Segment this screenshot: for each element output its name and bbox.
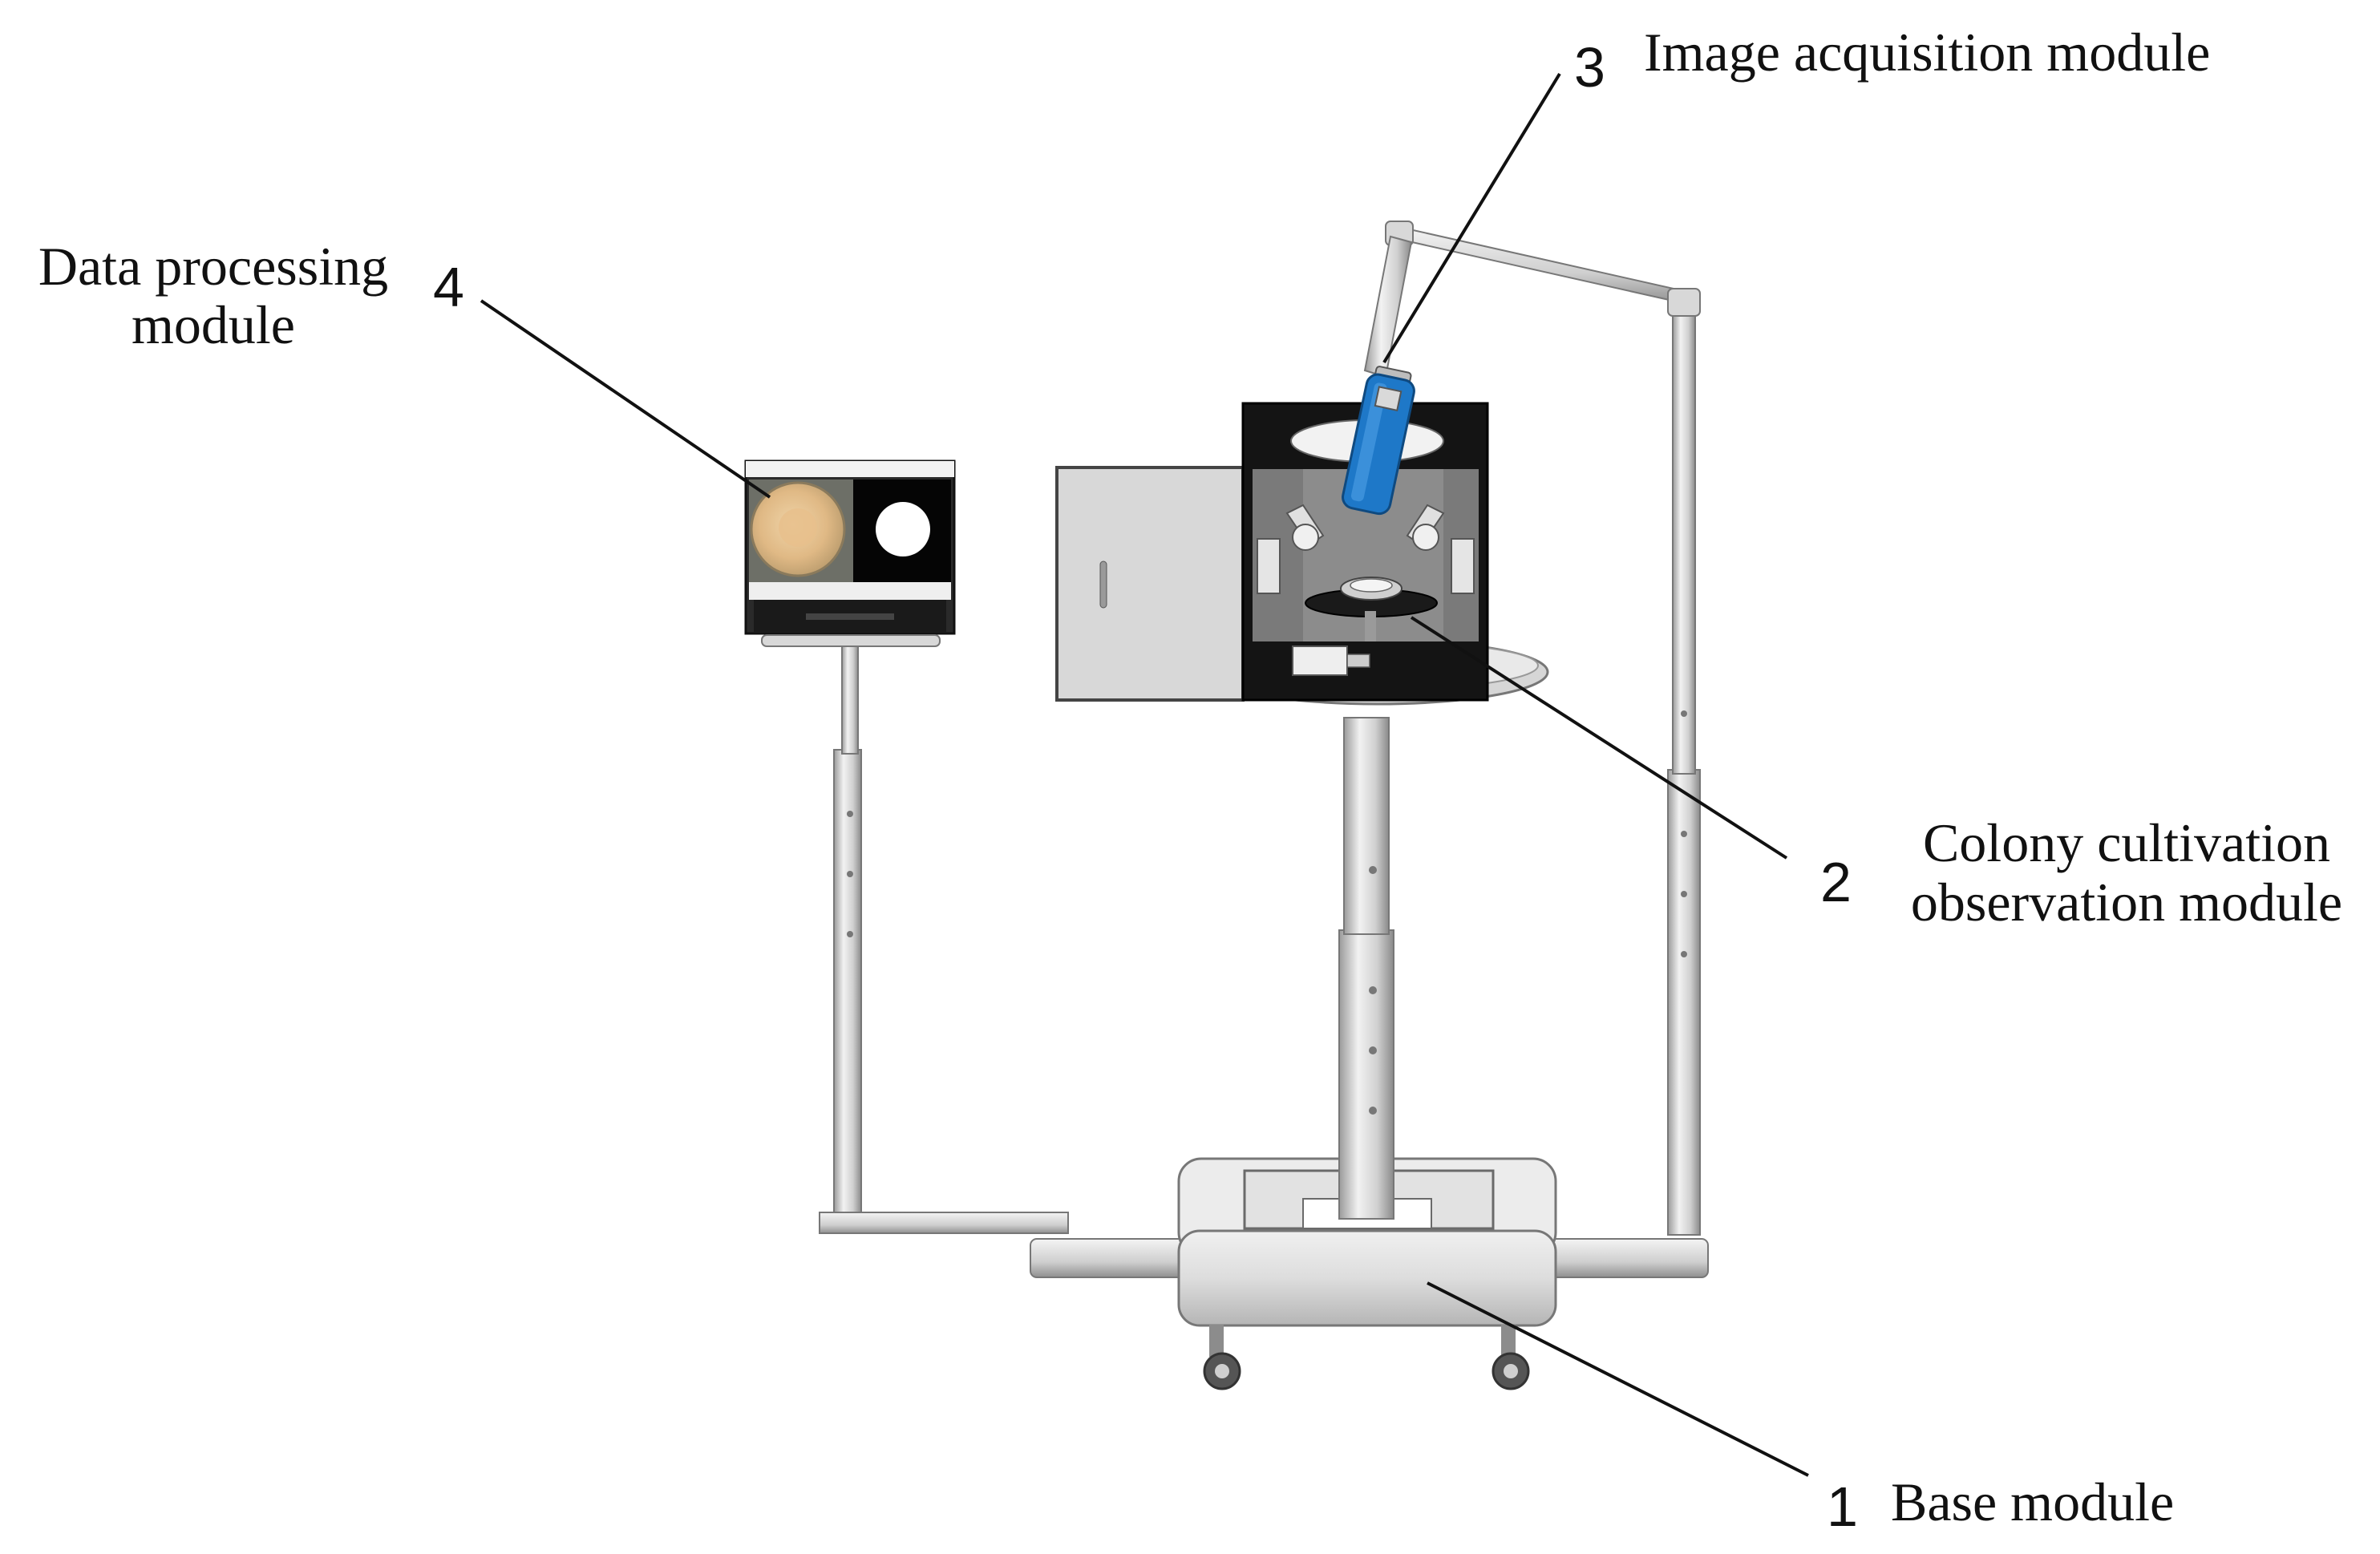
base-housing-front: [1177, 1229, 1557, 1327]
callout-number-3: 3: [1574, 36, 1605, 99]
leader-line-2: [1410, 616, 1788, 860]
base-left-arm: [1030, 1238, 1192, 1278]
drive-motor: [1292, 645, 1348, 676]
callout-1: 1 Base module: [1827, 1471, 2174, 1538]
callout-2: 2 Colony cultivation observation module: [1820, 812, 2342, 933]
callout-number-2: 2: [1820, 851, 1852, 913]
left-stand: [819, 637, 1069, 1234]
callout-label-4-line-2: module: [132, 294, 295, 355]
callout-label-3: Image acquisition module: [1644, 22, 2210, 83]
chamber-door: [1055, 466, 1245, 702]
boom-arm: [1393, 225, 1693, 306]
callout-4: 4 Data processing module: [38, 236, 464, 355]
leader-line-3: [1382, 72, 1561, 364]
callout-3: 3 Image acquisition module: [1574, 22, 2210, 99]
callout-number-4: 4: [433, 256, 464, 318]
chamber-light-right: [1406, 504, 1475, 594]
data-processing-module: [744, 459, 956, 647]
callout-number-1: 1: [1827, 1475, 1858, 1538]
callout-label-2-line-1: Colony cultivation: [1923, 812, 2330, 873]
base-wheels: [1203, 1325, 1530, 1390]
chamber-light-left: [1257, 504, 1325, 594]
image-acquisition-module: [1342, 366, 1415, 516]
callout-label-2-line-2: observation module: [1911, 872, 2342, 933]
segmented-colony-icon: [876, 502, 930, 556]
central-column: [1338, 717, 1394, 1220]
callout-label-1: Base module: [1891, 1471, 2174, 1532]
callout-label-4-line-1: Data processing: [38, 236, 388, 297]
leader-lines: [480, 72, 1809, 1477]
right-stand: [1363, 221, 1701, 1236]
base-right-arm: [1547, 1238, 1709, 1278]
leader-line-4: [480, 299, 771, 499]
leader-line-1: [1427, 1281, 1809, 1477]
